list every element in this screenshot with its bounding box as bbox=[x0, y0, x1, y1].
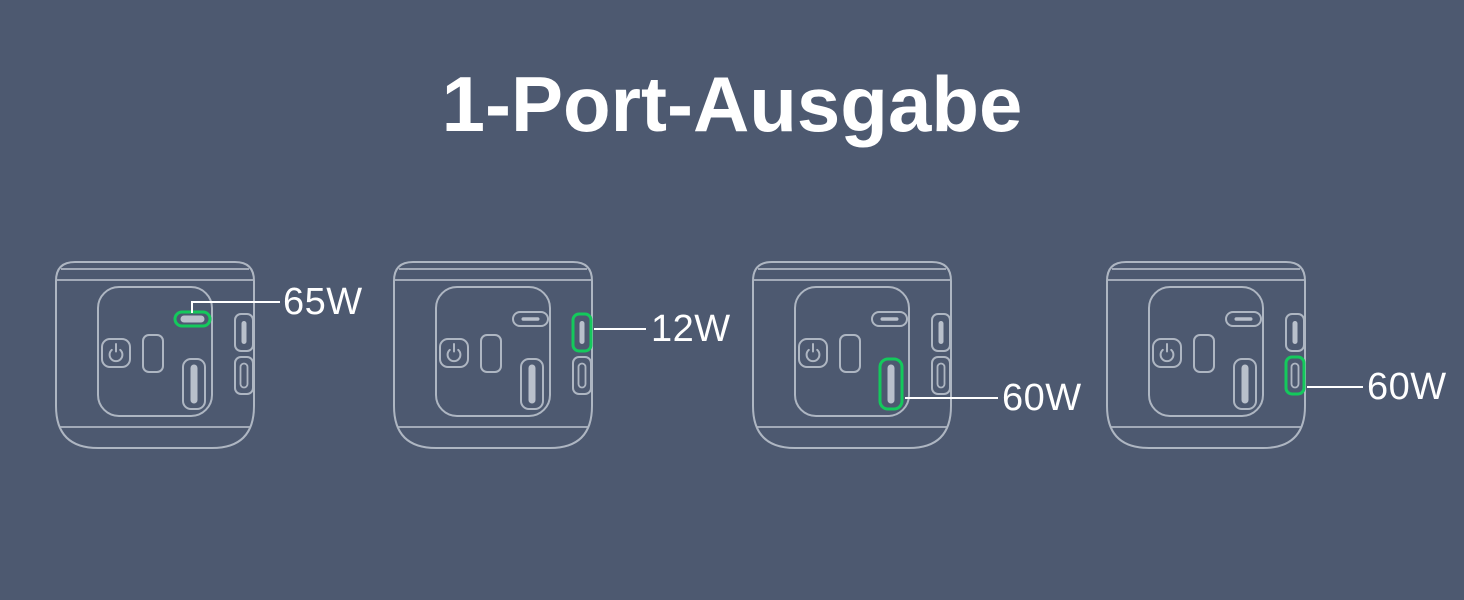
device-figure-2 bbox=[393, 261, 603, 451]
device-figure-4 bbox=[1106, 261, 1316, 451]
power-icon bbox=[446, 343, 462, 363]
front-panel-outline bbox=[435, 286, 551, 417]
power-station-illustration-4 bbox=[1106, 261, 1306, 449]
front-usb-a-pin bbox=[528, 364, 536, 404]
front-usb-c-port bbox=[512, 311, 549, 327]
power-button bbox=[101, 338, 131, 368]
ac-outlet-slot bbox=[142, 334, 164, 373]
watt-label-12w: 12W bbox=[651, 308, 731, 350]
side-bottom-usb-c-pin bbox=[936, 362, 946, 389]
front-panel-outline bbox=[794, 286, 910, 417]
side-bottom-usb-c-port bbox=[931, 356, 951, 395]
power-station-illustration-3 bbox=[752, 261, 952, 449]
front-usb-c-port bbox=[1225, 311, 1262, 327]
front-usb-a-pin bbox=[887, 364, 895, 404]
device-body-outline bbox=[752, 261, 952, 449]
device-body-outline bbox=[55, 261, 255, 449]
side-top-usb-a-pin bbox=[579, 321, 585, 344]
device-figure-3 bbox=[752, 261, 962, 451]
front-usb-c-pin bbox=[521, 317, 540, 321]
power-icon bbox=[805, 343, 821, 363]
side-top-usb-a-pin bbox=[241, 321, 247, 344]
side-top-usb-a-pin bbox=[938, 321, 944, 344]
power-icon bbox=[108, 343, 124, 363]
side-bottom-usb-c-port bbox=[234, 356, 254, 395]
side-bottom-usb-c-pin bbox=[577, 362, 587, 389]
front-usb-a-port bbox=[878, 357, 904, 411]
front-usb-a-port bbox=[182, 358, 206, 410]
ac-outlet-slot bbox=[480, 334, 502, 373]
front-usb-a-port bbox=[1233, 358, 1257, 410]
callout-line-60w-front bbox=[905, 397, 998, 399]
callout-line-65w-vertical bbox=[191, 301, 193, 313]
front-usb-c-pin bbox=[1234, 317, 1253, 321]
callout-line-65w-horizontal bbox=[191, 301, 280, 303]
front-usb-a-pin bbox=[190, 364, 198, 404]
front-usb-a-port bbox=[520, 358, 544, 410]
front-usb-a-pin bbox=[1241, 364, 1249, 404]
power-station-illustration-2 bbox=[393, 261, 593, 449]
side-top-usb-a-pin bbox=[1292, 321, 1298, 344]
power-button bbox=[1152, 338, 1182, 368]
device-figure-1 bbox=[55, 261, 265, 451]
page-title: 1-Port-Ausgabe bbox=[441, 60, 1023, 148]
front-panel-outline bbox=[1148, 286, 1264, 417]
side-bottom-usb-c-port bbox=[1284, 355, 1306, 396]
front-panel-outline bbox=[97, 286, 213, 417]
front-usb-c-pin bbox=[180, 315, 205, 323]
power-button bbox=[798, 338, 828, 368]
power-button bbox=[439, 338, 469, 368]
callout-line-12w bbox=[594, 328, 646, 330]
ac-outlet-slot bbox=[839, 334, 861, 373]
side-bottom-usb-c-pin bbox=[1290, 362, 1300, 389]
callout-line-60w-side bbox=[1307, 386, 1363, 388]
power-station-illustration-1 bbox=[55, 261, 255, 449]
ac-outlet-slot bbox=[1193, 334, 1215, 373]
watt-label-65w: 65W bbox=[283, 281, 363, 323]
side-bottom-usb-c-port bbox=[572, 356, 592, 395]
watt-label-60w-side: 60W bbox=[1367, 366, 1447, 408]
watt-label-60w-front: 60W bbox=[1002, 377, 1082, 419]
device-body-outline bbox=[393, 261, 593, 449]
front-usb-c-port bbox=[871, 311, 908, 327]
power-icon bbox=[1159, 343, 1175, 363]
front-usb-c-pin bbox=[880, 317, 899, 321]
device-body-outline bbox=[1106, 261, 1306, 449]
side-bottom-usb-c-pin bbox=[239, 362, 249, 389]
